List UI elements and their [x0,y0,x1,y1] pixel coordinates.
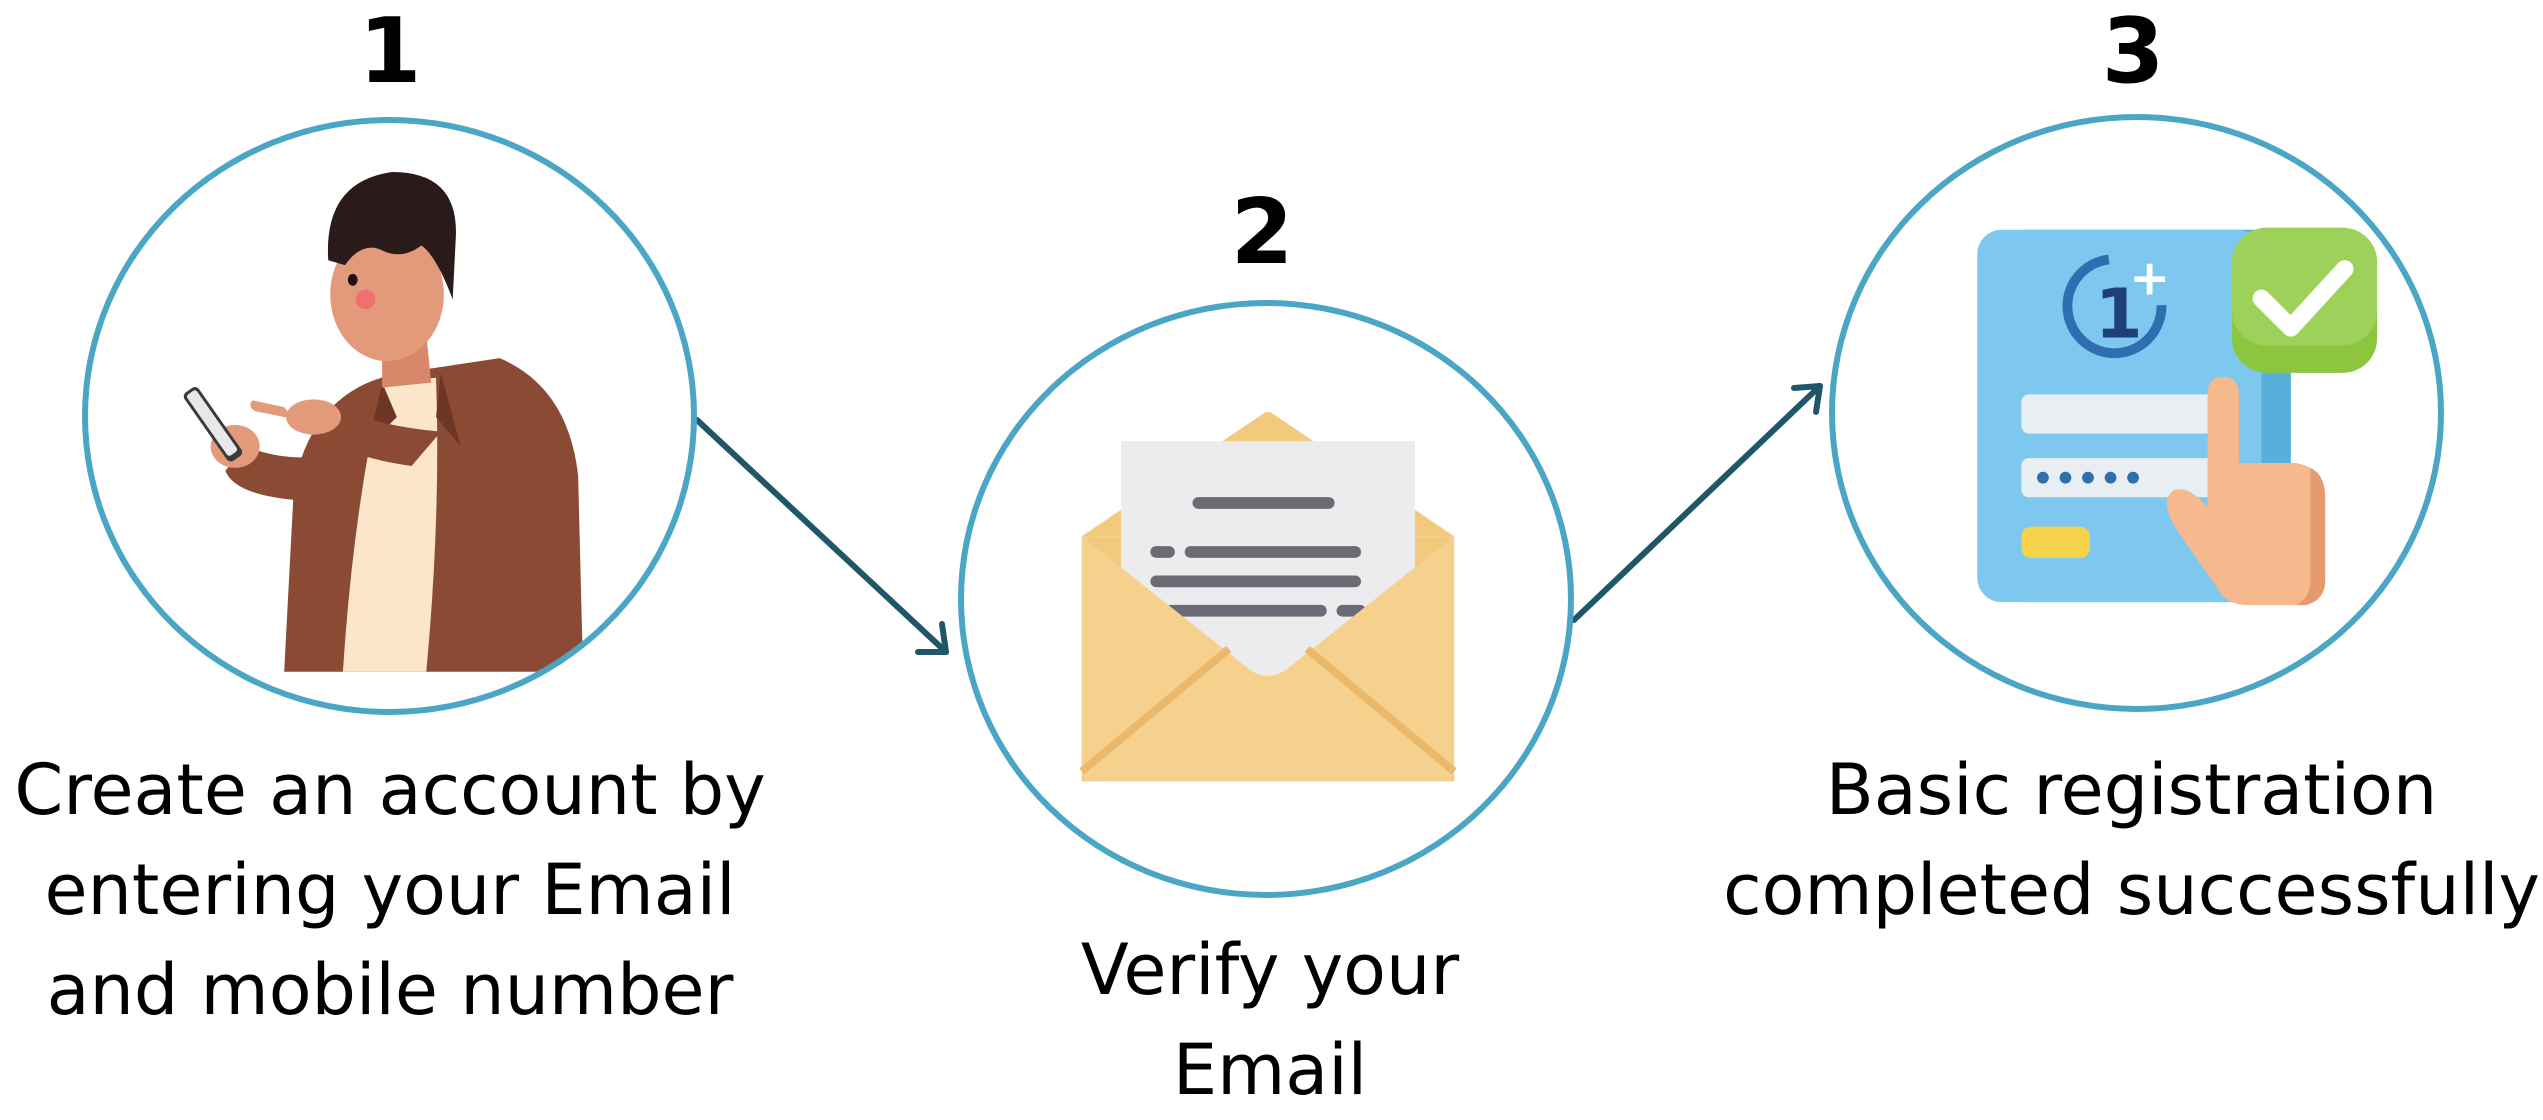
svg-text:+: + [2129,249,2170,306]
step-1-caption-line: and mobile number [46,949,734,1031]
step-2-number: 2 [1230,180,1294,285]
step-2-caption-line: Email [1172,1029,1368,1111]
open-envelope-icon [1079,411,1457,782]
step-2-caption-line: Verify your [1080,929,1460,1011]
svg-text:1: 1 [2095,275,2143,355]
step-1-number: 1 [358,0,422,104]
step-1-circle [82,117,697,715]
step-3-circle: 1 + [1829,114,2444,712]
arrow-step2-to-step3 [1571,383,1823,623]
step-3-number: 3 [2101,0,2165,104]
step-3-caption-line: completed successfully [1723,849,2540,931]
step-1-caption-line: Create an account by [14,749,766,831]
step-3-caption-line: Basic registration [1825,749,2438,831]
password-dots [2037,471,2139,484]
step-3-caption: Basic registration completed successfull… [1720,740,2543,940]
arrow-step1-to-step2-head [915,621,949,655]
step-1-caption-line: entering your Email [44,849,736,931]
registration-form-icon: 1 + [1977,227,2378,606]
arrow-step1-to-step2 [694,417,949,655]
person-with-phone-icon [183,171,584,672]
arrow-step2-to-step3-head [1791,383,1823,415]
step-2-circle [958,300,1574,898]
letter-text-lines [1150,497,1366,617]
step-2-caption: Verify your Email [1000,920,1540,1120]
step-1-caption: Create an account by entering your Email… [0,740,780,1040]
